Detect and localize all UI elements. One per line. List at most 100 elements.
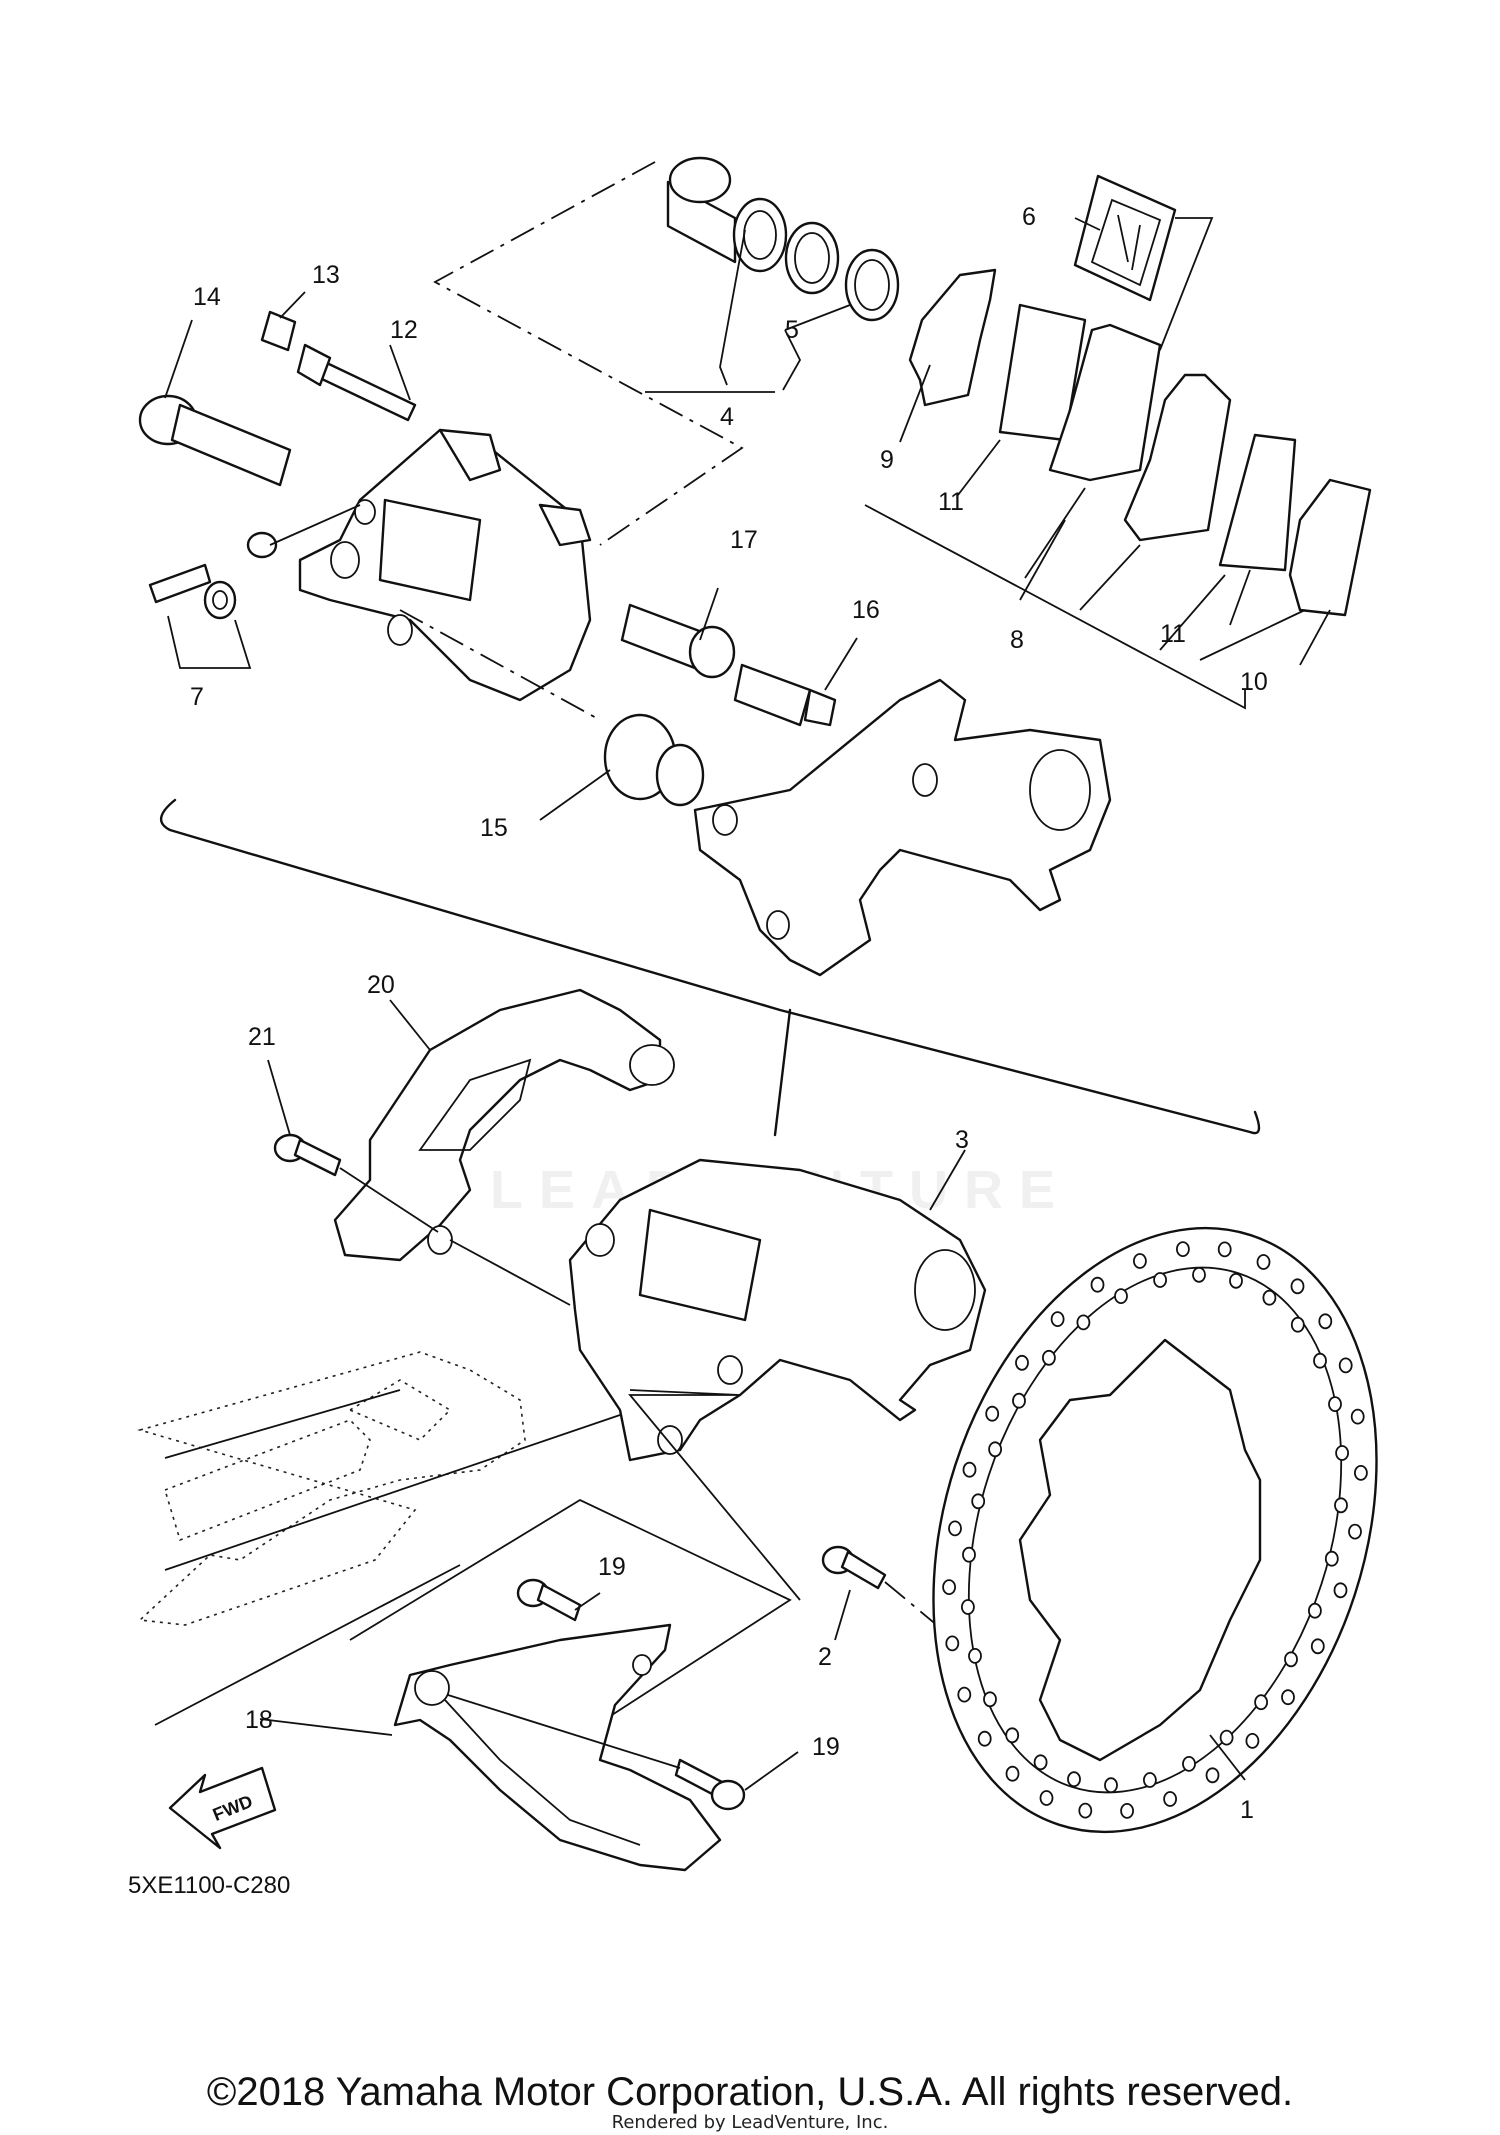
disc-vent-hole (983, 1691, 997, 1708)
disc-vent-hole (1078, 1802, 1093, 1819)
callout-20: 20 (367, 971, 395, 999)
disc-vent-hole (1334, 1497, 1348, 1514)
plug (260, 310, 297, 352)
guard-group-bracket (349, 1498, 792, 1756)
caliper-guard (333, 988, 675, 1262)
disc-vent-hole (1348, 1523, 1362, 1540)
disc-vent-hole (1284, 1651, 1298, 1668)
disc-vent-hole (1143, 1772, 1157, 1788)
disc-vent-hole (1012, 1392, 1026, 1409)
disc-vent-hole (968, 1648, 982, 1664)
disc-vent-hole (1120, 1803, 1134, 1819)
disc-vent-hole (1205, 1767, 1220, 1784)
rendered-by-credit: Rendered by LeadVenture, Inc. (611, 2112, 889, 2133)
disc-vent-hole (1354, 1465, 1368, 1481)
disc-vent-hole (1254, 1694, 1268, 1711)
spring-group-bracket (1159, 217, 1214, 351)
disc-vent-hole (957, 1686, 972, 1703)
disc-vent-hole (1042, 1349, 1056, 1366)
cover-bolt-lower (674, 1758, 746, 1811)
caliper-body-exploded (298, 428, 592, 702)
disc-vent-hole (948, 1520, 962, 1537)
seal-kit (784, 221, 900, 322)
group-bracket-pointer (773, 1008, 792, 1137)
disc-vent-hole (1104, 1777, 1118, 1794)
callout-19-upper: 19 (598, 1553, 626, 1581)
pad-group-bracket (864, 504, 1246, 710)
diagram-code: 5XE1100-C280 (128, 1872, 290, 1899)
callout-13: 13 (312, 261, 340, 289)
callout-14: 14 (193, 283, 221, 311)
leader-lines (164, 217, 1331, 1791)
disc-vent-hole (961, 1599, 975, 1615)
slide-pin-bolt (138, 394, 292, 487)
callout-6: 6 (1022, 203, 1036, 231)
disc-cover (393, 1623, 722, 1872)
swingarm-phantom (137, 1351, 621, 1626)
guard-bolt (273, 1133, 342, 1177)
alignment-line-bushing (399, 609, 601, 721)
disc-vent-hole (1192, 1266, 1206, 1283)
bleed-group-bracket (167, 615, 252, 669)
disc-vent-hole (1290, 1278, 1305, 1295)
disc-vent-hole (1313, 1352, 1327, 1369)
callout-2: 2 (818, 1643, 832, 1671)
callout-21: 21 (248, 1023, 276, 1051)
callout-3: 3 (955, 1126, 969, 1154)
disc-vent-hole (1114, 1288, 1128, 1304)
disc-vent-hole (1005, 1727, 1020, 1744)
cover-bolt-upper (516, 1578, 582, 1622)
disc-vent-hole (1039, 1790, 1054, 1806)
disc-vent-hole (1076, 1314, 1091, 1331)
alignment-line-piston (433, 161, 744, 546)
disc-vent-hole (988, 1441, 1002, 1458)
disc-vent-hole (1229, 1272, 1243, 1289)
disc-vent-hole (1067, 1771, 1081, 1788)
disc-vent-hole (1217, 1241, 1232, 1258)
copyright-notice: ©2018 Yamaha Motor Corporation, U.S.A. A… (206, 2070, 1294, 2114)
disc-vent-hole (1338, 1357, 1353, 1374)
disc-vent-hole (1262, 1289, 1277, 1306)
caliper-bracket-exploded (693, 678, 1112, 977)
disc-vent-hole (1163, 1791, 1177, 1807)
disc-vent-hole (1333, 1582, 1348, 1599)
pad-spring (1073, 174, 1177, 302)
callout-9: 9 (880, 446, 894, 474)
callout-8: 8 (1010, 626, 1024, 654)
caliper-pin (296, 343, 417, 422)
disc-vent-hole (1308, 1602, 1322, 1619)
disc-vent-hole (1318, 1313, 1333, 1330)
disc-vent-hole (1050, 1311, 1065, 1327)
disc-vent-hole (1015, 1354, 1029, 1371)
disc-vent-hole (1005, 1765, 1020, 1782)
disc-vent-hole (1310, 1638, 1325, 1655)
callout-11-lower: 11 (1160, 620, 1186, 648)
callout-labels: 1 2 3 4 5 6 7 8 9 10 11 11 12 13 14 15 1… (190, 203, 1268, 1824)
disc-vent-hole (1281, 1689, 1295, 1706)
brake-pad-set (908, 268, 1372, 617)
disc-vent-hole (942, 1579, 956, 1595)
disc-vent-hole (1133, 1253, 1147, 1269)
disc-vent-hole (945, 1635, 960, 1652)
disc-vent-hole (985, 1405, 1000, 1422)
disc-vent-hole (977, 1730, 992, 1747)
boot (620, 603, 736, 679)
piston (666, 156, 788, 273)
disc-vent-hole (962, 1461, 977, 1478)
brake-disc (932, 1226, 1378, 1834)
disc-vent-hole (1335, 1445, 1349, 1461)
disc-vent-hole (1256, 1254, 1271, 1270)
bracket-bolt (733, 663, 837, 727)
disc-vent-hole (1090, 1276, 1105, 1293)
disc-vent-hole (1176, 1241, 1190, 1257)
disc-vent-hole (1290, 1316, 1305, 1333)
bleed-screw-set (148, 531, 278, 620)
disc-vent-hole (971, 1493, 986, 1510)
disc-vent-hole (1219, 1729, 1234, 1746)
callout-17: 17 (730, 526, 758, 554)
disc-vent-hole (962, 1546, 976, 1563)
bushing (603, 713, 705, 807)
callout-16: 16 (852, 596, 880, 624)
disc-vent-hole (1328, 1396, 1342, 1412)
